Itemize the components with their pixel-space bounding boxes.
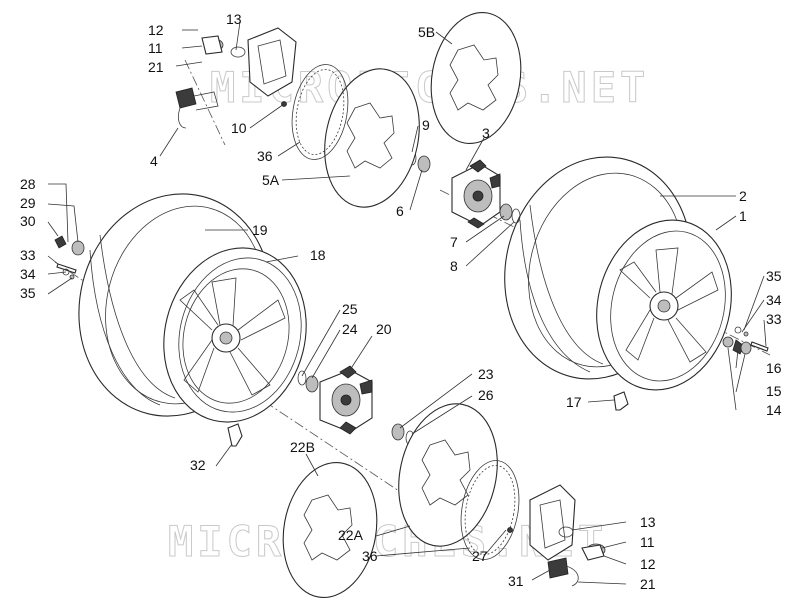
leader-lines [47,21,767,585]
label-25: 25 [342,301,358,317]
label-34-left: 34 [20,266,36,282]
rear-hub [297,365,415,446]
label-35-left: 35 [20,285,36,301]
rear-wheel-rim [163,247,307,423]
label-14: 14 [766,402,782,418]
label-9: 9 [422,117,430,133]
label-23: 23 [478,366,494,382]
label-8: 8 [450,258,458,274]
front-tone-ring [291,64,349,160]
label-3: 3 [482,125,490,141]
label-35-right: 35 [766,268,782,284]
rear-brake-disc-22b [282,462,378,598]
label-12: 12 [148,22,164,38]
label-19: 19 [252,222,268,238]
rear-brake-disc-22a [398,403,498,547]
label-27: 27 [472,548,488,564]
label-36-bottom: 36 [362,548,378,564]
label-31: 31 [508,573,524,589]
label-12-bottom: 12 [640,556,656,572]
label-16: 16 [766,360,782,376]
label-13: 13 [226,11,242,27]
front-wheel-rim [596,219,732,391]
label-15: 15 [766,383,782,399]
label-21: 21 [148,59,164,75]
label-33-left: 33 [20,247,36,263]
part-labels: 12 11 21 13 4 10 36 5A 5B 9 3 6 7 8 2 1 … [20,11,782,592]
label-28: 28 [20,176,36,192]
label-5a: 5A [262,172,280,188]
front-brake-disc-5a [324,68,420,208]
label-30: 30 [20,213,36,229]
label-29: 29 [20,195,36,211]
front-small-parts [613,326,769,411]
label-36: 36 [257,148,273,164]
label-6: 6 [396,203,404,219]
rear-tone-ring [460,460,520,560]
label-33-right: 33 [766,311,782,327]
label-2: 2 [739,188,747,204]
front-brake-caliper [175,27,297,129]
label-20: 20 [376,321,392,337]
label-10: 10 [231,120,247,136]
label-18: 18 [310,247,326,263]
rear-brake-caliper [507,484,606,587]
label-1: 1 [739,208,747,224]
label-34-right: 34 [766,292,782,308]
label-4: 4 [150,153,158,169]
label-24: 24 [342,321,358,337]
label-21-bottom: 21 [640,576,656,592]
label-13-bottom: 13 [640,514,656,530]
label-22a: 22A [338,527,364,543]
label-32: 32 [190,457,206,473]
label-22b: 22B [290,439,315,455]
rear-small-parts [54,235,243,447]
label-17: 17 [566,394,582,410]
label-7: 7 [450,234,458,250]
label-11-bottom: 11 [640,534,655,550]
label-5b: 5B [418,24,435,40]
label-11: 11 [148,40,163,56]
front-hub [407,150,521,229]
front-brake-disc-5b [430,12,522,144]
label-26: 26 [478,387,494,403]
